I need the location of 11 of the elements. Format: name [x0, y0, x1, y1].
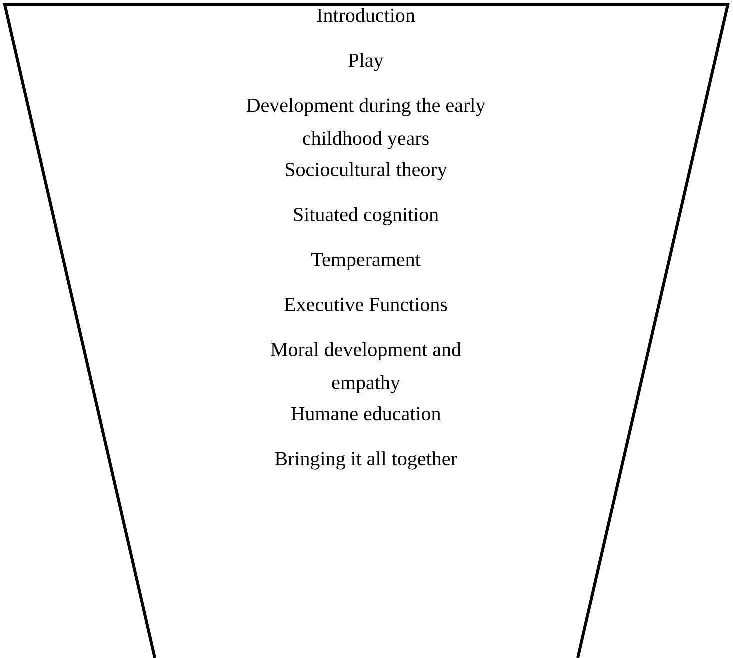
topic-text: Introduction	[317, 8, 416, 22]
topic-text: Sociocultural theory	[286, 162, 448, 181]
topic-text: Humane education	[291, 406, 441, 421]
topic-text: Situated cognition	[294, 207, 439, 226]
topic-text: Play	[348, 53, 384, 72]
topic-text: Bringing it all together	[275, 452, 458, 470]
topic-text: Moral development and empathy	[271, 342, 462, 394]
topic-text: Temperament	[312, 253, 421, 270]
topic-text: Development during the early childhood years	[246, 98, 486, 150]
topic-text: Executive Functions	[284, 298, 448, 312]
funnel-shape	[3, 4, 730, 658]
